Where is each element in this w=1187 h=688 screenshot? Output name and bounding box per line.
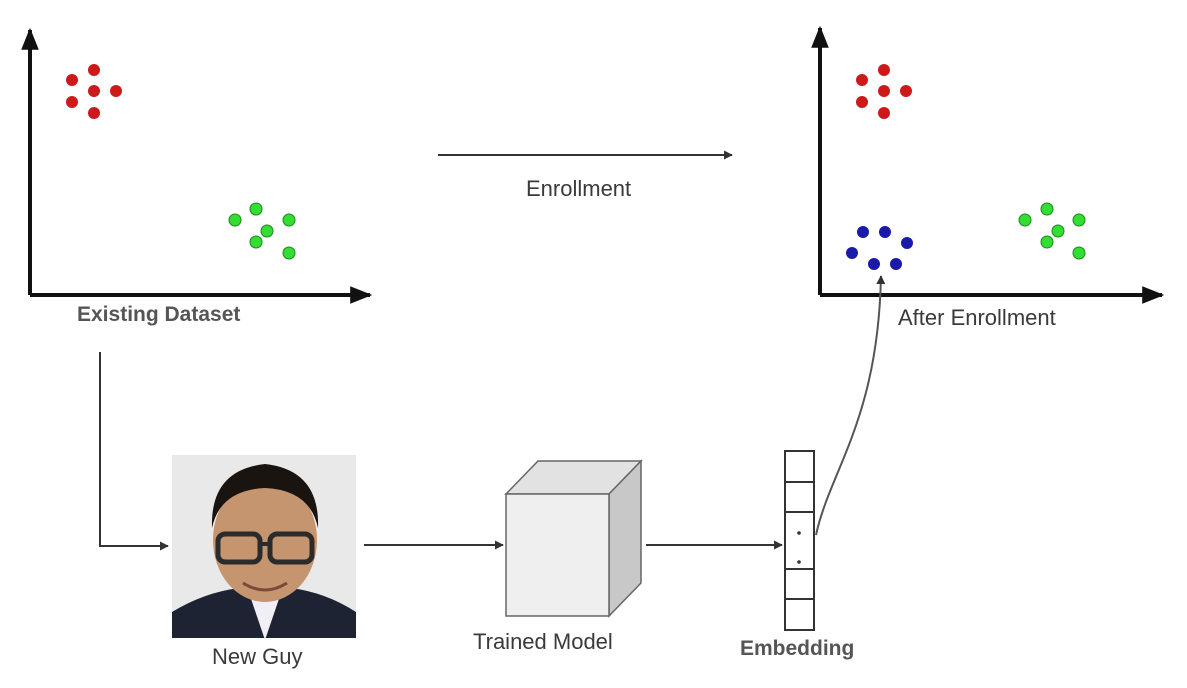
- embedding-to-plot-arrow: [815, 275, 886, 536]
- cluster-point: [66, 96, 78, 108]
- cluster-point: [249, 202, 263, 216]
- cluster-point: [878, 107, 890, 119]
- cluster-point: [249, 235, 263, 249]
- cluster-point: [88, 64, 100, 76]
- left-green-cluster: [228, 202, 296, 260]
- trained-model-label: Trained Model: [473, 629, 613, 654]
- cluster-point: [856, 74, 868, 86]
- cluster-point: [1072, 246, 1086, 260]
- right-red-cluster: [856, 64, 912, 119]
- cluster-point: [260, 224, 274, 238]
- left-plot-axes: [21, 27, 373, 304]
- existing-dataset-label: Existing Dataset: [77, 303, 241, 326]
- cluster-point: [890, 258, 902, 270]
- cluster-point: [868, 258, 880, 270]
- right-blue-cluster: [846, 226, 913, 270]
- embedding-vector-icon: [784, 450, 815, 631]
- right-plot-axes: [811, 25, 1165, 304]
- cluster-point: [88, 85, 100, 97]
- cluster-point: [88, 107, 100, 119]
- embedding-ellipsis: [797, 531, 801, 564]
- cluster-point: [282, 213, 296, 227]
- cluster-point: [846, 247, 858, 259]
- cluster-point: [900, 85, 912, 97]
- dataset-to-photo-arrow: [99, 352, 169, 551]
- cluster-point: [1040, 202, 1054, 216]
- cluster-point: [66, 74, 78, 86]
- cluster-point: [901, 237, 913, 249]
- cluster-point: [879, 226, 891, 238]
- left-red-cluster: [66, 64, 122, 119]
- cluster-point: [228, 213, 242, 227]
- new-guy-label: New Guy: [212, 644, 303, 669]
- embedding-label: Embedding: [740, 637, 855, 660]
- cluster-point: [282, 246, 296, 260]
- cluster-point: [1072, 213, 1086, 227]
- cluster-point: [1051, 224, 1065, 238]
- person-photo-icon: [172, 455, 356, 640]
- cluster-point: [878, 64, 890, 76]
- cluster-point: [1040, 235, 1054, 249]
- cluster-point: [878, 85, 890, 97]
- after-enrollment-label: After Enrollment: [898, 305, 1056, 330]
- cluster-point: [110, 85, 122, 97]
- cluster-point: [1018, 213, 1032, 227]
- cluster-point: [856, 96, 868, 108]
- right-green-cluster: [1018, 202, 1086, 260]
- cluster-point: [857, 226, 869, 238]
- enrollment-label: Enrollment: [526, 176, 632, 201]
- cube-icon: [504, 459, 643, 618]
